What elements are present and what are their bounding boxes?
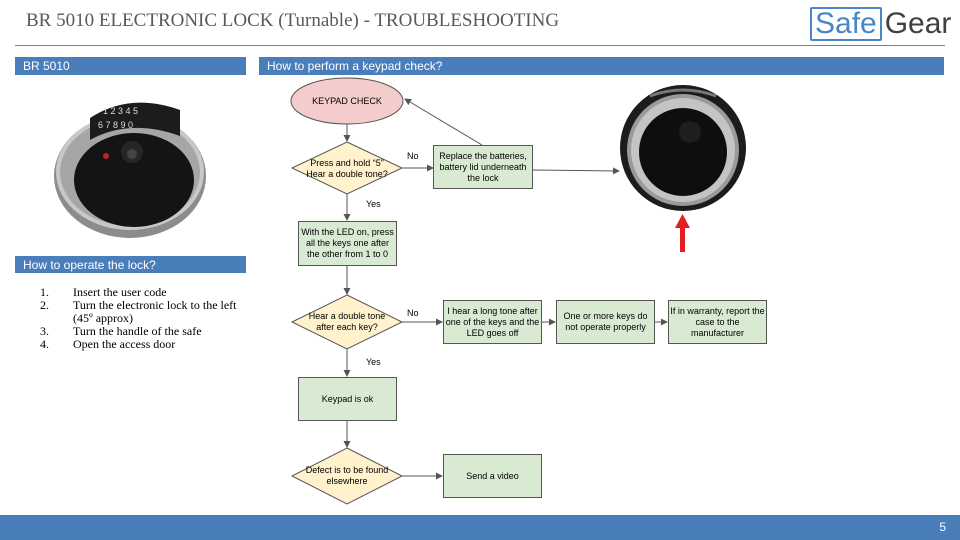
arrow-batteries-photo <box>532 167 620 175</box>
page-number: 5 <box>939 520 946 534</box>
send-video-box: Send a video <box>443 454 542 498</box>
decision-d1-label: Press and hold “5” Hear a double tone? <box>306 158 388 179</box>
replace-batteries-box: Replace the batteries, battery lid under… <box>433 145 533 189</box>
step-text: Insert the user code <box>73 285 167 299</box>
lock-photo: 1 2 3 4 5 6 7 8 9 0 <box>54 102 206 238</box>
logo-safe: Safe <box>810 7 882 41</box>
step-item: 3. Turn the handle of the safe <box>40 325 240 338</box>
led-keys-box: With the LED on, press all the keys one … <box>298 221 397 266</box>
step-number: 3. <box>40 324 49 338</box>
step-text: Open the access door <box>73 337 176 351</box>
keypad-bottom-row: 6 7 8 9 0 <box>98 120 133 130</box>
safegear-logo: Safe Gear <box>810 6 951 42</box>
keys-fail-box: One or more keys do not operate properly <box>556 300 655 344</box>
step-item: 1. Insert the user code <box>40 286 240 299</box>
lock-front-photo <box>620 85 746 211</box>
decision-d2-label: Hear a double tone after each key? <box>308 311 386 332</box>
keypad-ok-box: Keypad is ok <box>298 377 397 421</box>
step-number: 4. <box>40 337 49 351</box>
warranty-box: If in warranty, report the case to the m… <box>668 300 767 344</box>
footer-bar: 5 <box>0 515 960 540</box>
operate-bar: How to operate the lock? <box>15 256 246 273</box>
logo-gear: Gear <box>884 7 952 40</box>
arrow-batteries-start <box>404 98 483 146</box>
yes-label-1: Yes <box>366 199 381 209</box>
product-bar: BR 5010 <box>15 57 246 75</box>
no-label-2: No <box>407 308 419 318</box>
step-number: 1. <box>40 285 49 299</box>
long-tone-box: I hear a long tone after one of the keys… <box>443 300 542 344</box>
decision-d3-label: Defect is to be found elsewhere <box>305 465 389 486</box>
step-item: 2. Turn the electronic lock to the left (… <box>40 299 240 325</box>
no-label-1: No <box>407 151 419 161</box>
red-arrow-icon <box>675 214 690 252</box>
step-number: 2. <box>40 298 49 312</box>
page-title: BR 5010 ELECTRONIC LOCK (Turnable) - TRO… <box>26 10 560 31</box>
step-text: Turn the handle of the safe <box>73 324 202 338</box>
keypad-check-bar: How to perform a keypad check? <box>259 57 944 75</box>
step-text: Turn the electronic lock to the left (45… <box>73 298 237 325</box>
keypad-top-row: 1 2 3 4 5 <box>103 106 138 116</box>
yes-label-2: Yes <box>366 357 381 367</box>
start-label: KEYPAD CHECK <box>312 95 382 106</box>
step-item: 4. Open the access door <box>40 338 240 351</box>
operation-steps: 1. Insert the user code 2. Turn the electr… <box>40 286 240 351</box>
title-divider <box>15 45 945 46</box>
decision-d3 <box>290 447 404 505</box>
